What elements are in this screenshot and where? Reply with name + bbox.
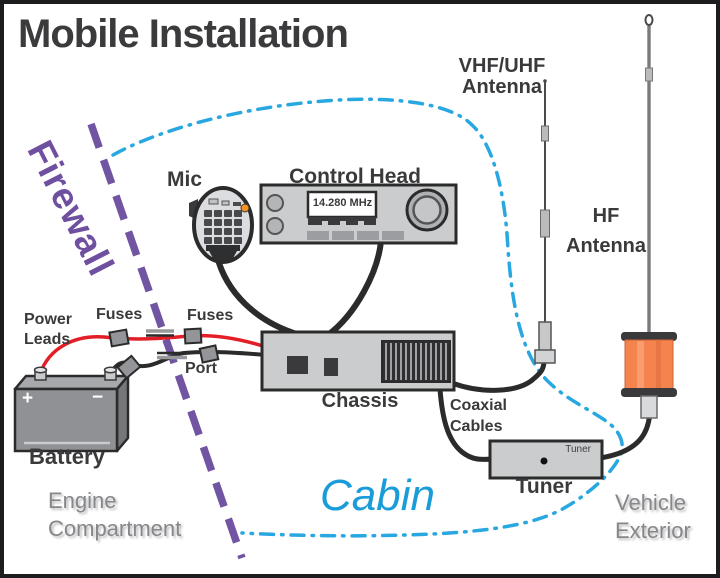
control-head-button-round-1: [266, 194, 284, 212]
hf-ferrule: [645, 67, 653, 82]
vehicle-label-line2: Exterior: [615, 518, 691, 543]
tuner-indicator-dot: [540, 457, 548, 465]
hf-antenna: [621, 14, 677, 419]
engine-compartment-label: Engine Compartment: [48, 487, 181, 543]
diagram-artwork: [13, 14, 677, 560]
firewall-port: [146, 329, 187, 360]
fuse-red-1: [108, 328, 130, 348]
control-head-button-row: [307, 231, 404, 240]
frequency-readout: 14.280 MHz: [312, 197, 373, 209]
coax-chassis-to-tuner: [437, 386, 495, 462]
chassis-label: Chassis: [321, 390, 399, 412]
fuse-black-1: [116, 354, 142, 380]
vhf-antenna-mount: [534, 349, 556, 364]
fuse-red-2: [183, 327, 203, 345]
control-head-button-round-2: [266, 217, 284, 235]
battery-terminal-negative: [103, 366, 118, 381]
power-leads-line1: Power: [24, 311, 73, 328]
tuner: [488, 439, 604, 480]
positive-power-lead: [38, 333, 268, 376]
fuses-right-label: Fuses: [187, 307, 234, 324]
vhf-label-line2: Antenna: [462, 76, 542, 98]
vhf-label-line1: VHF/UHF: [458, 55, 546, 77]
control-head: [259, 183, 458, 245]
fuse-holders: [108, 327, 220, 380]
page-title: Mobile Installation: [18, 12, 349, 56]
coax-label-line1: Coaxial: [450, 397, 507, 414]
tuner-label: Tuner: [515, 475, 573, 498]
chassis-connector-2: [324, 358, 338, 376]
mic-keypad: [204, 210, 242, 244]
chassis-connector-1: [287, 356, 308, 374]
microphone: [189, 186, 254, 264]
fuse-black-2: [198, 344, 220, 364]
chassis: [260, 330, 456, 392]
port-label: Port: [185, 360, 217, 377]
battery-label: Battery: [29, 444, 105, 469]
mic-cable: [214, 253, 303, 338]
coaxial-cables-label: Coaxial Cables: [450, 395, 507, 437]
firewall-line: [87, 122, 246, 560]
tuner-faceplate-text: Tuner: [565, 444, 591, 455]
power-leads-line2: Leads: [24, 331, 71, 348]
control-head-cable: [325, 238, 384, 338]
vhf-ferrule-2: [540, 209, 550, 238]
mic-speaker-grille: [206, 245, 240, 260]
cabin-label: Cabin: [320, 471, 435, 520]
hf-antenna-tip: [644, 14, 654, 26]
vhf-ferrule-1: [541, 125, 549, 142]
battery-terminal-positive: [33, 366, 48, 381]
power-leads-label: Power Leads: [24, 310, 72, 350]
control-head-label: Control Head: [289, 165, 421, 188]
vehicle-label-line1: Vehicle: [615, 490, 686, 515]
negative-power-lead: [108, 349, 268, 376]
hf-label-line2: Antenna: [566, 235, 646, 257]
fuses-left-label: Fuses: [96, 306, 143, 323]
engine-label-line2: Compartment: [48, 516, 182, 541]
cabin-boundary-line: [111, 97, 624, 538]
vehicle-exterior-label: Vehicle Exterior: [615, 489, 691, 545]
coax-chassis-to-vhf: [449, 358, 547, 393]
hf-label-line1: HF: [592, 205, 620, 227]
mic-connector-icons: [208, 198, 241, 206]
chassis-vent-grille: [381, 340, 451, 383]
vhf-antenna-base: [538, 321, 552, 352]
battery-plus-sign: +: [22, 388, 34, 409]
mic-led: [240, 203, 250, 213]
vhf-uhf-antenna-label: VHF/UHF Antenna: [454, 56, 550, 98]
hf-antenna-mount: [640, 395, 658, 419]
battery: [13, 366, 130, 453]
mic-label: Mic: [167, 168, 203, 191]
vhf-uhf-antenna: [534, 79, 556, 364]
hf-antenna-label: HF Antenna: [560, 201, 652, 261]
hf-loading-coil: [621, 332, 677, 397]
engine-label-line1: Engine: [48, 488, 117, 513]
battery-minus-sign: −: [92, 387, 104, 408]
coax-label-line2: Cables: [450, 418, 503, 435]
